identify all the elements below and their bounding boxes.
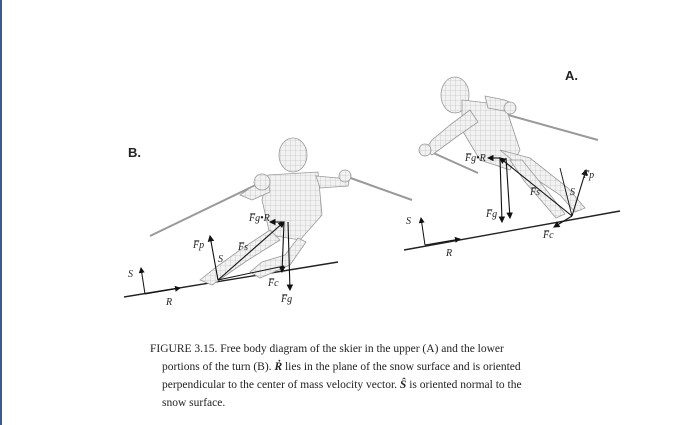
fg-label-b: F̅g xyxy=(280,294,292,305)
ski-pole-b-right xyxy=(344,175,413,201)
s-symbol: Ŝ xyxy=(399,379,407,391)
r-label-a: R xyxy=(445,248,452,259)
ski-pole-a-right xyxy=(507,114,599,141)
caption-line-3-text: perpendicular to the center of mass velo… xyxy=(162,379,398,391)
fr-label-b: S xyxy=(218,254,223,265)
fp-label-b: F̅p xyxy=(192,240,204,251)
panel-a: A. R S F̅p F̅s S F̅c F̅g•R xyxy=(403,68,621,259)
s-label-b: S xyxy=(128,269,133,280)
r-axis-a xyxy=(424,236,461,246)
figure-caption: FIGURE 3.15. Free body diagram of the sk… xyxy=(150,340,590,412)
caption-line-3: perpendicular to the center of mass velo… xyxy=(150,376,590,394)
fs-vector-b xyxy=(217,221,285,281)
fg-vector-a-1 xyxy=(498,157,506,224)
fg-label-a: F̅g xyxy=(485,209,497,220)
caption-line-2-text: portions of the turn (B). xyxy=(162,361,272,373)
fg-r-label-a: F̅g•R xyxy=(464,153,486,164)
caption-line-2b-text: lies in the plane of the snow surface an… xyxy=(282,361,521,373)
skier-figure-a xyxy=(418,76,586,219)
fp-vector-b xyxy=(207,234,219,281)
r-axis-b xyxy=(144,285,181,295)
caption-line-1: FIGURE 3.15. Free body diagram of the sk… xyxy=(150,343,504,355)
snow-surface-a xyxy=(403,210,621,251)
fr-vector-b xyxy=(217,265,285,281)
fp-label-a: F̅p xyxy=(582,170,594,181)
caption-line-3b-text: is oriented normal to the xyxy=(406,379,522,391)
fc-vector-b xyxy=(278,221,286,274)
caption-line-4: snow surface. xyxy=(162,397,226,409)
fr-label-a: S xyxy=(570,187,575,198)
r-label-b: R xyxy=(165,297,172,308)
fs-label-b: F̅s xyxy=(237,242,248,253)
fc-label-a: F̅c xyxy=(542,230,554,241)
fs-vector-a xyxy=(499,157,573,217)
page-edge xyxy=(0,0,2,425)
s-axis-b xyxy=(138,267,146,295)
ski-pole-b-left xyxy=(149,181,263,237)
s-axis-a xyxy=(418,217,426,246)
s-label-a: S xyxy=(406,216,411,227)
fp-vector-a xyxy=(571,168,588,217)
panel-b: B. R S F̅p F̅s S F̅g•R F̅c xyxy=(123,137,413,308)
caption-line-2: portions of the turn (B). Ṙ lies in the… xyxy=(150,358,590,376)
fg-vector-a-2 xyxy=(505,157,513,220)
fc-vector-a xyxy=(553,215,573,228)
r-symbol: Ṙ xyxy=(274,361,283,373)
fc-label-b: F̅c xyxy=(267,278,279,289)
panel-b-label: B. xyxy=(128,145,141,160)
fg-vector-b xyxy=(286,221,294,292)
panel-a-label: A. xyxy=(565,68,578,83)
fr-vector-a xyxy=(559,167,573,217)
free-body-diagram: B. R S F̅p F̅s S F̅g•R F̅c xyxy=(123,68,621,308)
fs-label-a: F̅s xyxy=(529,187,540,198)
fg-r-label-b: F̅g•R xyxy=(248,213,270,224)
